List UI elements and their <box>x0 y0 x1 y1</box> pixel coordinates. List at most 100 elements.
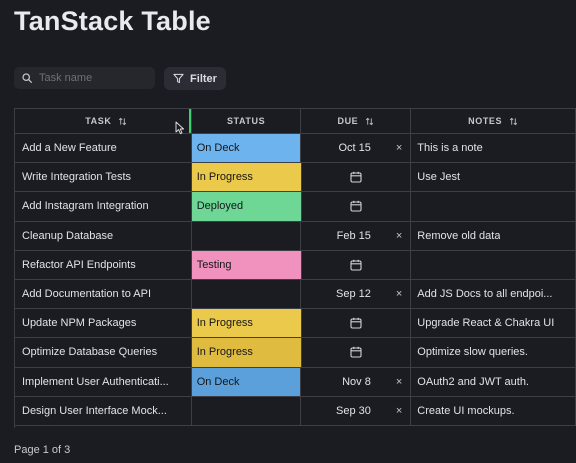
status-cell[interactable]: In Progress <box>191 163 302 193</box>
clear-date-icon[interactable]: × <box>395 288 403 301</box>
due-cell[interactable] <box>301 309 412 339</box>
notes-text: OAuth2 and JWT auth. <box>417 375 529 388</box>
notes-cell[interactable]: This is a note <box>411 134 576 164</box>
clear-date-icon[interactable]: × <box>395 142 403 155</box>
due-cell[interactable]: Sep 30 × <box>301 396 412 426</box>
due-cell[interactable]: Nov 8 × <box>301 367 412 397</box>
status-cell[interactable]: Testing <box>191 250 302 280</box>
status-cell[interactable]: In Progress <box>191 338 302 368</box>
calendar-icon[interactable] <box>350 171 362 183</box>
task-cell[interactable]: Design User Interface Mock... <box>15 396 192 426</box>
status-label: On Deck <box>196 142 240 155</box>
table-row: Implement User Authenticati... On Deck Nov… <box>15 367 576 397</box>
notes-cell[interactable] <box>411 192 576 222</box>
calendar-icon[interactable] <box>350 317 362 329</box>
notes-text: Optimize slow queries. <box>417 346 528 359</box>
task-cell[interactable]: Write Integration Tests <box>15 163 192 193</box>
task-cell[interactable]: Add Instagram Integration <box>15 192 192 222</box>
table-row: Design User Interface Mock... Sep 30 × Crea… <box>15 396 576 426</box>
task-name[interactable]: Optimize Database Queries <box>22 346 158 359</box>
due-date[interactable]: Feb 15 <box>336 229 371 242</box>
status-cell[interactable]: In Progress <box>191 309 302 339</box>
task-cell[interactable]: Refactor API Endpoints <box>15 250 192 280</box>
column-header-due[interactable]: DUE <box>301 109 412 134</box>
table-row: Cleanup Database Feb 15 × Remove old data <box>15 221 576 251</box>
notes-cell[interactable] <box>411 250 576 280</box>
search-input[interactable] <box>39 72 147 84</box>
search-icon <box>22 73 32 83</box>
sort-icon[interactable] <box>365 117 374 126</box>
task-cell[interactable]: Implement User Authenticati... <box>15 367 192 397</box>
table-row: Refactor API Endpoints Testing <box>15 250 576 280</box>
clear-date-icon[interactable]: × <box>395 229 403 242</box>
task-cell[interactable]: Cleanup Database <box>15 221 192 251</box>
table-row: Update NPM Packages In Progress Upgrade Re… <box>15 309 576 339</box>
clear-date-icon[interactable]: × <box>395 375 403 388</box>
task-name[interactable]: Add a New Feature <box>22 142 117 155</box>
due-date[interactable]: Sep 30 <box>335 404 371 417</box>
sort-icon[interactable] <box>509 117 518 126</box>
task-name[interactable]: Add Instagram Integration <box>22 200 149 213</box>
notes-text: Upgrade React & Chakra UI <box>417 317 555 330</box>
notes-text: Add JS Docs to all endpoi... <box>417 288 553 301</box>
calendar-icon[interactable] <box>350 200 362 213</box>
status-cell[interactable] <box>191 279 302 310</box>
status-cell[interactable]: On Deck <box>191 367 302 397</box>
search-box[interactable] <box>14 67 155 89</box>
calendar-icon[interactable] <box>350 259 362 271</box>
notes-cell[interactable]: Optimize slow queries. <box>411 338 576 368</box>
column-header-task[interactable]: TASK <box>15 109 192 134</box>
column-header-label: TASK <box>85 116 112 126</box>
due-cell[interactable] <box>301 163 412 193</box>
task-cell[interactable]: Optimize Database Queries <box>15 338 192 368</box>
due-cell[interactable]: Feb 15 × <box>301 221 412 251</box>
notes-text: This is a note <box>417 142 483 155</box>
task-name[interactable]: Update NPM Packages <box>22 317 137 330</box>
task-name[interactable]: Refactor API Endpoints <box>22 258 136 271</box>
notes-cell[interactable]: Remove old data <box>411 221 576 251</box>
notes-cell[interactable]: Use Jest <box>411 163 576 193</box>
due-cell[interactable] <box>301 250 412 280</box>
task-name[interactable]: Cleanup Database <box>22 229 114 242</box>
filter-button[interactable]: Filter <box>164 67 226 90</box>
due-date[interactable]: Oct 15 <box>338 142 371 155</box>
task-name[interactable]: Implement User Authenticati... <box>22 375 169 388</box>
status-label: In Progress <box>196 317 253 330</box>
table-header-row: TASK STATUS DUE NOTES <box>15 109 576 134</box>
status-cell[interactable]: Deployed <box>191 192 302 222</box>
status-cell[interactable] <box>191 396 302 426</box>
notes-text: Create UI mockups. <box>417 404 515 417</box>
page-title: TanStack Table <box>14 6 211 36</box>
status-label: In Progress <box>196 346 253 359</box>
column-header-status[interactable]: STATUS <box>191 109 302 134</box>
notes-cell[interactable]: Create UI mockups. <box>411 396 576 426</box>
due-cell[interactable]: Sep 12 × <box>301 279 412 310</box>
sort-icon[interactable] <box>118 117 127 126</box>
status-label: On Deck <box>196 375 240 388</box>
column-resize-handle[interactable] <box>188 109 191 133</box>
column-header-label: DUE <box>337 116 359 126</box>
due-date[interactable]: Sep 12 <box>335 288 371 301</box>
column-header-notes[interactable]: NOTES <box>411 109 576 134</box>
task-name[interactable]: Design User Interface Mock... <box>22 404 167 417</box>
task-cell[interactable]: Add a New Feature <box>15 134 192 164</box>
due-cell[interactable]: Oct 15 × <box>301 134 412 164</box>
filter-label: Filter <box>190 72 217 85</box>
notes-cell[interactable]: Upgrade React & Chakra UI <box>411 309 576 339</box>
task-cell[interactable]: Add Documentation to API <box>15 279 192 310</box>
notes-cell[interactable]: OAuth2 and JWT auth. <box>411 367 576 397</box>
task-name[interactable]: Add Documentation to API <box>22 288 152 301</box>
clear-date-icon[interactable]: × <box>395 404 403 417</box>
notes-cell[interactable]: Add JS Docs to all endpoi... <box>411 279 576 310</box>
due-cell[interactable] <box>301 192 412 222</box>
due-cell[interactable] <box>301 338 412 368</box>
status-cell[interactable]: On Deck <box>191 134 302 164</box>
task-cell[interactable]: Update NPM Packages <box>15 309 192 339</box>
column-header-label: STATUS <box>226 116 266 126</box>
due-date[interactable]: Nov 8 <box>342 375 371 388</box>
task-name[interactable]: Write Integration Tests <box>22 171 132 184</box>
column-header-label: NOTES <box>468 116 503 126</box>
calendar-icon[interactable] <box>350 346 362 358</box>
status-cell[interactable] <box>191 221 302 251</box>
